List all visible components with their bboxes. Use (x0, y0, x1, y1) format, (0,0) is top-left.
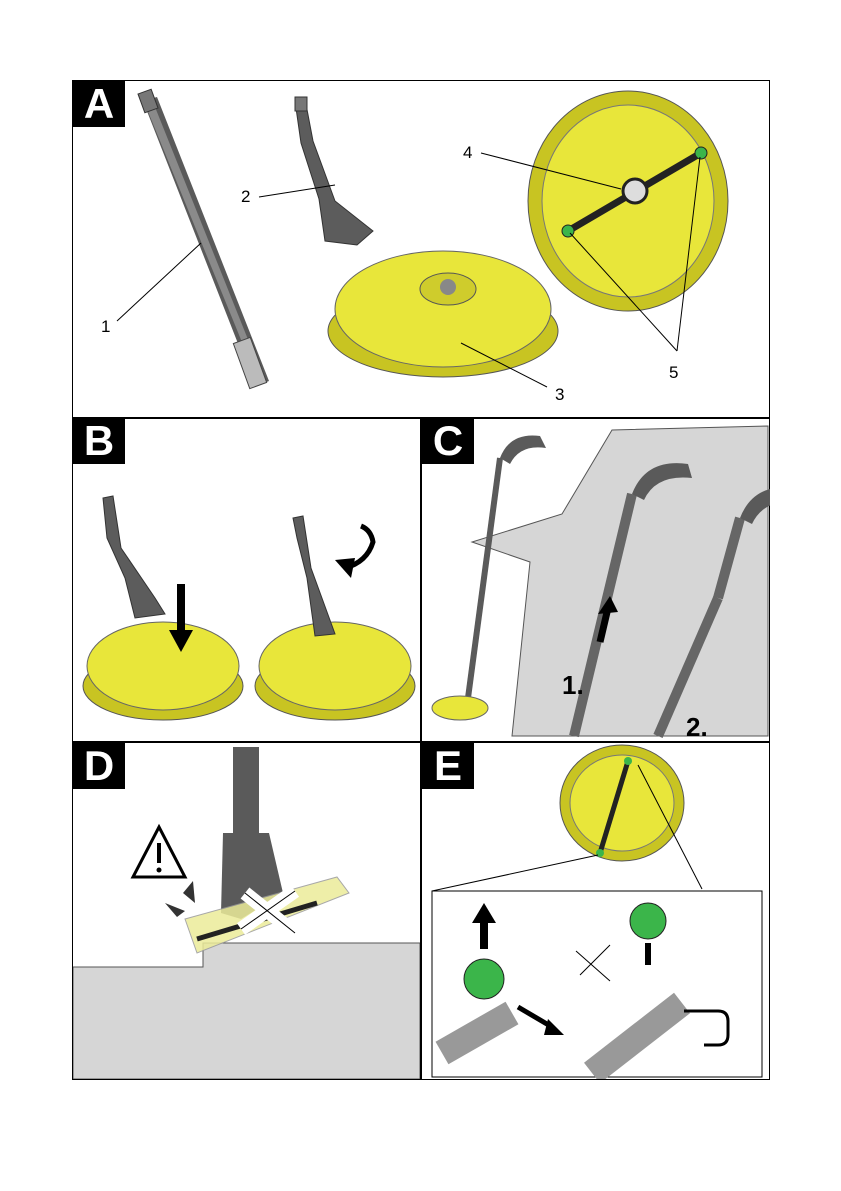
panel-e: E (422, 743, 770, 1079)
panel-b-illustration (73, 418, 420, 741)
panel-a-illustration (73, 81, 770, 417)
panel-d-illustration (73, 743, 420, 1079)
step-2-label: 2. (686, 712, 708, 741)
callout-2: 2 (241, 187, 250, 207)
panel-e-illustration (422, 743, 770, 1079)
surface-cleaner-underside-illustration (528, 91, 728, 311)
panel-a: A (73, 81, 770, 417)
callout-3: 3 (555, 385, 564, 405)
panel-b: B (73, 418, 420, 741)
callout-1: 1 (101, 317, 110, 337)
figure-frame: A (72, 80, 770, 1080)
panel-c-illustration (422, 418, 770, 741)
panel-d: D (73, 743, 420, 1079)
surface-cleaner-top-illustration (328, 251, 558, 377)
callout-5: 5 (669, 363, 678, 383)
panel-c: C 1. 2. (422, 418, 770, 741)
step-1-label: 1. (562, 670, 584, 701)
warning-icon (133, 827, 185, 877)
spray-lance-illustration (138, 89, 269, 388)
adapter-illustration (295, 97, 373, 245)
callout-4: 4 (463, 143, 472, 163)
